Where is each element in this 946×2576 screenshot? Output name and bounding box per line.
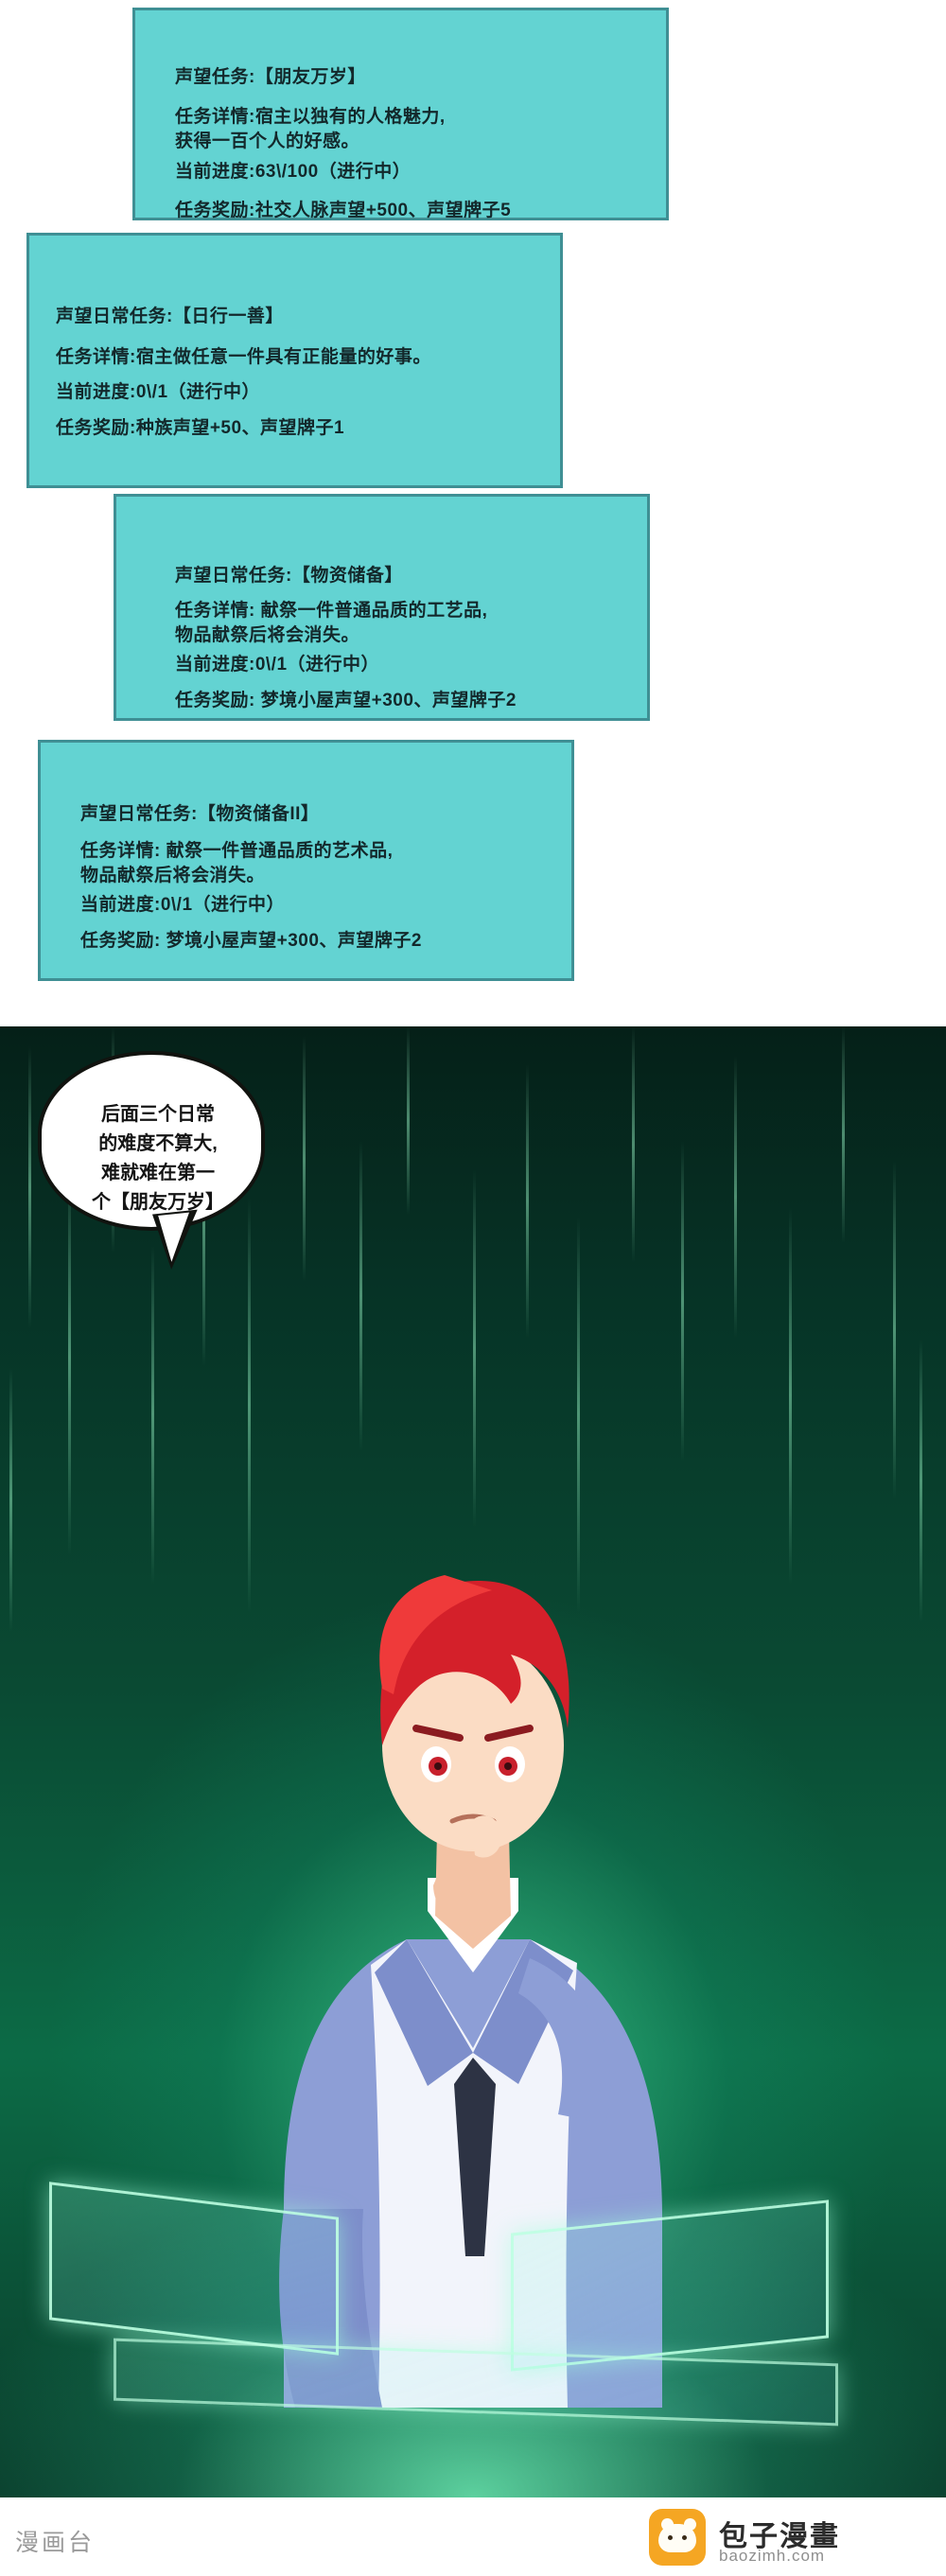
- baozi-logo-icon: [649, 2509, 706, 2566]
- brand-name: 包子漫畫: [719, 2521, 840, 2552]
- quest-panel-supply-reserve: 声望日常任务:【物资储备】 任务详情: 献祭一件普通品质的工艺品, 物品献祭后将…: [114, 494, 650, 721]
- quest-detail: 任务详情: 献祭一件普通品质的艺术品, 物品献祭后将会消失。: [80, 841, 394, 885]
- character-illustration: [279, 1575, 662, 2408]
- quest-reward: 任务奖励:社交人脉声望+500、声望牌子5: [175, 201, 512, 220]
- quest-progress: 当前进度:63\/100（进行中）: [175, 162, 412, 182]
- speech-bubble-text: 后面三个日常 的难度不算大, 难就难在第一 个【朋友万岁】: [92, 1104, 224, 1213]
- quest-reward: 任务奖励:种族声望+50、声望牌子1: [56, 418, 345, 438]
- bun-ear-right-icon: [682, 2516, 698, 2532]
- quest-title: 声望日常任务:【日行一善】: [56, 307, 284, 326]
- quest-progress: 当前进度:0\/1（进行中）: [175, 655, 380, 675]
- brand-url[interactable]: baozimh.com: [719, 2547, 826, 2565]
- quest-progress: 当前进度:0\/1（进行中）: [80, 895, 286, 915]
- quest-panel-supply-reserve-2: 声望日常任务:【物资储备II】 任务详情: 献祭一件普通品质的艺术品, 物品献祭…: [38, 740, 574, 981]
- site-label: 漫画台: [15, 2530, 96, 2556]
- speech-bubble: 后面三个日常 的难度不算大, 难就难在第一 个【朋友万岁】: [38, 1051, 265, 1231]
- quest-reward: 任务奖励: 梦境小屋声望+300、声望牌子2: [80, 931, 422, 951]
- quest-detail: 任务详情:宿主做任意一件具有正能量的好事。: [56, 347, 431, 367]
- quest-progress: 当前进度:0\/1（进行中）: [56, 382, 261, 402]
- footer-bar: 漫画台 包子漫畫 baozimh.com: [0, 2497, 946, 2576]
- quest-detail: 任务详情:宿主以独有的人格魅力, 获得一百个人的好感。: [175, 107, 446, 151]
- quest-panel-daily-good-deed: 声望日常任务:【日行一善】 任务详情:宿主做任意一件具有正能量的好事。 当前进度…: [26, 233, 563, 488]
- quest-detail: 任务详情: 献祭一件普通品质的工艺品, 物品献祭后将会消失。: [175, 601, 488, 645]
- quest-panel-reputation-quest: 声望任务:【朋友万岁】 任务详情:宿主以独有的人格魅力, 获得一百个人的好感。 …: [132, 8, 669, 220]
- quest-reward: 任务奖励: 梦境小屋声望+300、声望牌子2: [175, 691, 517, 710]
- digital-rain-effect: [0, 1026, 946, 2497]
- speech-bubble-tail: [151, 1209, 204, 1271]
- quest-title: 声望任务:【朋友万岁】: [175, 67, 366, 87]
- quest-title: 声望日常任务:【物资储备】: [175, 566, 403, 586]
- quest-panels-region: 声望任务:【朋友万岁】 任务详情:宿主以独有的人格魅力, 获得一百个人的好感。 …: [0, 0, 946, 1026]
- comic-scene-panel: 后面三个日常 的难度不算大, 难就难在第一 个【朋友万岁】: [0, 1026, 946, 2497]
- bun-mascot-icon: [658, 2516, 698, 2552]
- bun-ear-left-icon: [659, 2516, 675, 2532]
- quest-title: 声望日常任务:【物资储备II】: [80, 804, 320, 824]
